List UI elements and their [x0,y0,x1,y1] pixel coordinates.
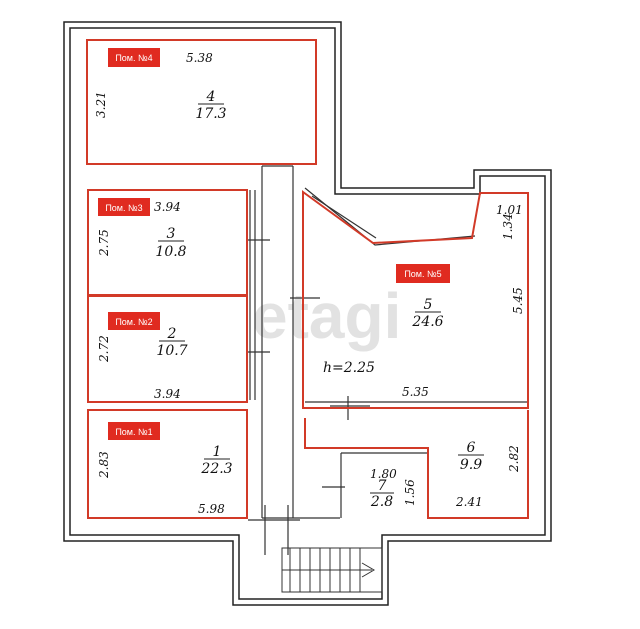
room-2-label: Пом. №2 [115,317,152,327]
outer-walls [63,21,552,606]
room-5-dim-bottom: 5.35 [402,385,429,399]
room-7: 1.80 7 2.8 1.56 [370,467,417,510]
room-5-dim-right: 5.45 [511,287,525,314]
room-6-outline [304,410,529,519]
room-6: 6 9.9 2.82 2.41 [455,440,521,509]
room-3-label: Пом. №3 [105,203,142,213]
watermark: etagi [252,280,401,352]
interior-walls [248,165,528,555]
room-1: Пом. №1 2.83 5.98 1 22.3 [97,422,233,516]
room-3-dim-height: 2.75 [97,229,111,257]
room-3-number: 3 [167,226,176,242]
room-4-dim-height: 3.21 [94,91,108,118]
room-5-area: 24.6 [411,314,443,330]
room-3-dim-width: 3.94 [154,200,181,214]
room-2-dim-height: 2.72 [97,335,111,363]
room-1-area: 22.3 [200,461,232,477]
room-4-label: Пом. №4 [115,53,152,63]
room-5-dim-top: 1.01 [496,203,523,217]
room-3-area: 10.8 [155,244,186,260]
room-6-dim-right: 2.82 [507,445,521,473]
room-5-label: Пом. №5 [404,269,441,279]
room-2-outline [87,295,248,403]
room-2-area: 10.7 [156,343,187,359]
room-7-area: 2.8 [370,494,393,510]
room-6-dim-bottom: 2.41 [455,495,483,509]
room-1-outline [87,409,248,519]
room-5-dim-notch: 1.34 [501,213,515,240]
room-5-number: 5 [424,297,433,313]
room-2-number: 2 [167,326,177,342]
room-1-dim-width: 5.98 [198,502,225,516]
room-4-outline [86,39,317,165]
room-3: Пом. №3 3.94 2.75 3 10.8 [97,198,187,260]
room-7-dim-height: 1.56 [403,479,417,506]
room-4-dim-width: 5.38 [186,51,213,65]
room-5: Пом. №5 1.01 1.34 5.45 5.35 5 24.6 h=2.2… [323,203,525,399]
room-1-dim-height: 2.83 [97,451,111,479]
room-1-number: 1 [213,444,222,460]
room-2: Пом. №2 2.72 3.94 2 10.7 [97,312,188,401]
room-7-number: 7 [378,478,387,494]
room-4-number: 4 [206,89,216,105]
room-5-outline [302,190,529,409]
room-2-dim-width: 3.94 [154,387,181,401]
room-4: Пом. №4 5.38 3.21 4 17.3 [94,48,227,122]
room-4-area: 17.3 [195,106,226,122]
height-note: h=2.25 [323,360,375,376]
room-1-label: Пом. №1 [115,427,152,437]
staircase [281,547,383,593]
room-6-number: 6 [467,440,476,456]
room-7-dim-width: 1.80 [370,467,397,481]
room-6-area: 9.9 [460,457,482,473]
room-outlines [86,39,529,519]
